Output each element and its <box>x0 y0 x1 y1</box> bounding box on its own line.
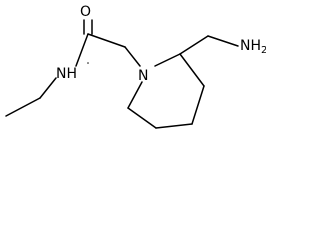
bond-ring-c3-c4 <box>191 85 205 125</box>
bond-c2-ch2 <box>179 35 209 55</box>
bond-ring-c5-c6 <box>127 107 157 129</box>
bond-ring-c6-n <box>127 81 143 109</box>
amine-group-sub: 2 <box>261 45 266 56</box>
amine-group-main: NH <box>240 38 261 54</box>
amine-group-label: NH2 <box>240 38 266 56</box>
bond-carbonyl-ch2 <box>87 33 126 48</box>
bond-ring-c4-c5 <box>155 123 193 129</box>
molecule-svg: O NH N NH2 <box>5 4 266 129</box>
structure-diagram: O NH N NH2 <box>5 4 266 129</box>
bond-amide-n-ethyl <box>39 77 57 99</box>
bond-ethyl-ch3 <box>5 97 41 117</box>
bond-carbonyl-amide-n <box>75 33 89 67</box>
ring-nitrogen-label: N <box>138 68 148 84</box>
bond-ring-n-c2 <box>154 53 181 67</box>
amide-nitrogen-label: NH <box>56 66 77 82</box>
bond-ring-c2-c3 <box>179 53 205 87</box>
bond-ch2-ring-n <box>124 46 141 67</box>
bond-ch2-nh2 <box>207 35 239 47</box>
carbonyl-oxygen-label: O <box>80 4 91 20</box>
